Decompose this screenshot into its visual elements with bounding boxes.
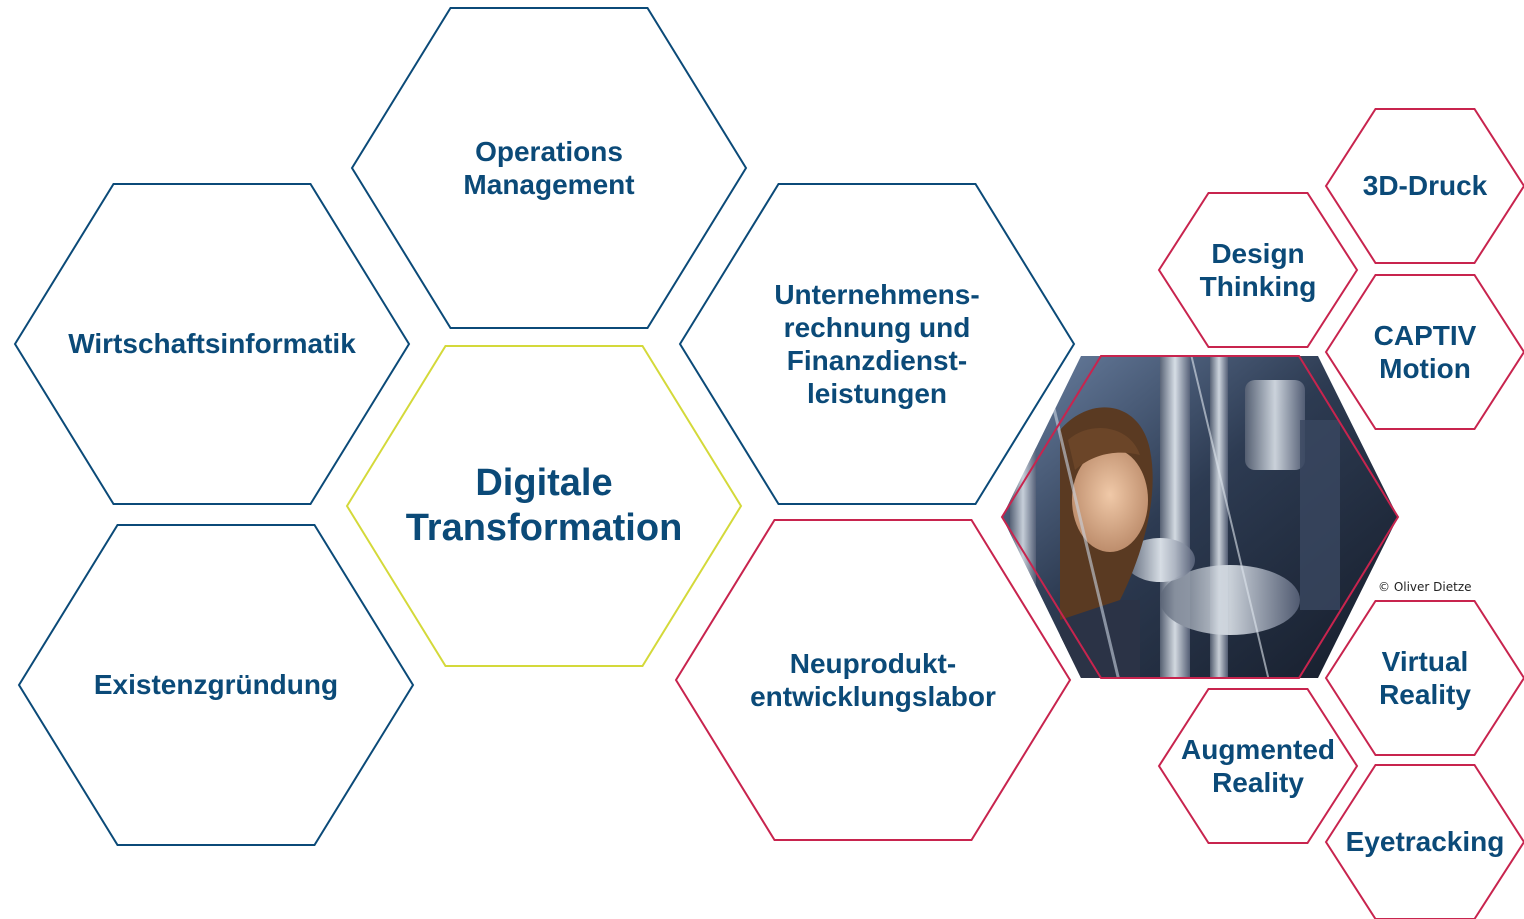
hexagon-label-design-thinking: Design Thinking: [1199, 237, 1317, 302]
hexagon-label-virtual-reality: Virtual Reality: [1379, 645, 1471, 710]
hexagon-operations-management: [350, 7, 748, 329]
hexagon-eyetracking: [1324, 764, 1524, 919]
hexagon-virtual-reality: [1324, 600, 1524, 756]
hexagon-label-existenzgruendung: Existenzgründung: [93, 669, 339, 701]
photo-credit: © Oliver Dietze: [1378, 580, 1472, 594]
hexagon-label-3d-druck: 3D-Druck: [1362, 170, 1488, 202]
hexagon-captiv-motion: [1324, 274, 1524, 430]
hexagon-label-captiv-motion: CAPTIV Motion: [1373, 319, 1477, 384]
hexagon-label-operations-management: Operations Management: [463, 135, 635, 200]
hexagon-design-thinking: [1157, 192, 1359, 348]
hexagon-existenzgruendung: [17, 524, 415, 846]
hexagon-photo-frame: [1000, 355, 1400, 679]
hexagon-neuproduktentwicklung: [674, 519, 1072, 841]
hexagon-digitale-transformation: [345, 345, 743, 667]
hexagon-label-augmented-reality: Augmented Reality: [1181, 733, 1335, 798]
hexagon-label-eyetracking: Eyetracking: [1345, 826, 1505, 858]
hexagon-augmented-reality: [1157, 688, 1359, 844]
hexagon-label-neuproduktentwicklung: Neuprodukt- entwicklungslabor: [750, 647, 996, 712]
hex-outlines: [13, 7, 1524, 919]
hexagon-unternehmensrechnung: [678, 183, 1076, 505]
hexagon-label-wirtschaftsinformatik: Wirtschaftsinformatik: [68, 328, 356, 360]
hexagon-wirtschaftsinformatik: [13, 183, 411, 505]
hexagon-label-digitale-transformation: Digitale Transformation: [405, 462, 683, 549]
hexagon-label-unternehmensrechnung: Unternehmens- rechnung und Finanzdienst-…: [774, 278, 980, 410]
hexagon-3d-druck: [1324, 108, 1524, 264]
